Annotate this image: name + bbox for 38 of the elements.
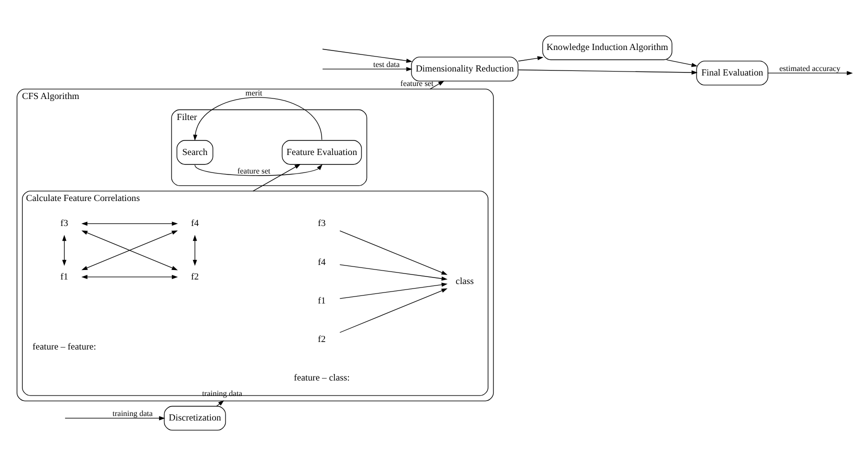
arrow [322, 48, 412, 63]
arrow [517, 56, 543, 62]
label: feature – class: [293, 374, 350, 384]
node-box: Search [176, 140, 213, 165]
arrow [339, 230, 447, 275]
node-box: Feature Evaluation [281, 140, 362, 165]
node-box: Knowledge Induction Algorithm [542, 35, 672, 60]
node-text: f1 [317, 296, 326, 306]
arrow [62, 234, 66, 266]
arrow [429, 80, 444, 90]
node-box: Dimensionality Reduction [410, 56, 518, 82]
label: feature – feature: [32, 342, 96, 352]
node-text: f3 [60, 219, 68, 230]
node-text: f1 [60, 272, 68, 282]
node-box: Discretization [163, 406, 226, 431]
arrow [194, 164, 322, 176]
arrow [339, 282, 448, 299]
arrow [80, 274, 178, 280]
arrow [767, 71, 852, 76]
arrow [192, 234, 196, 266]
node-text: f4 [317, 258, 326, 268]
arrow [64, 416, 165, 420]
node-text: f2 [317, 335, 326, 346]
arrow [252, 164, 300, 192]
arrow [80, 230, 178, 270]
arrow [216, 400, 224, 406]
arrow [339, 264, 448, 281]
arrow [80, 222, 178, 226]
node-text: f4 [190, 219, 198, 230]
arrow [339, 288, 447, 333]
node-text: f3 [317, 219, 326, 230]
arrow [666, 59, 698, 67]
arrow [517, 70, 698, 75]
arrow [192, 97, 322, 141]
arrow [322, 67, 412, 72]
node-text: class [455, 277, 474, 288]
node-box: Final Evaluation [696, 60, 768, 86]
node-text: f2 [190, 272, 198, 282]
